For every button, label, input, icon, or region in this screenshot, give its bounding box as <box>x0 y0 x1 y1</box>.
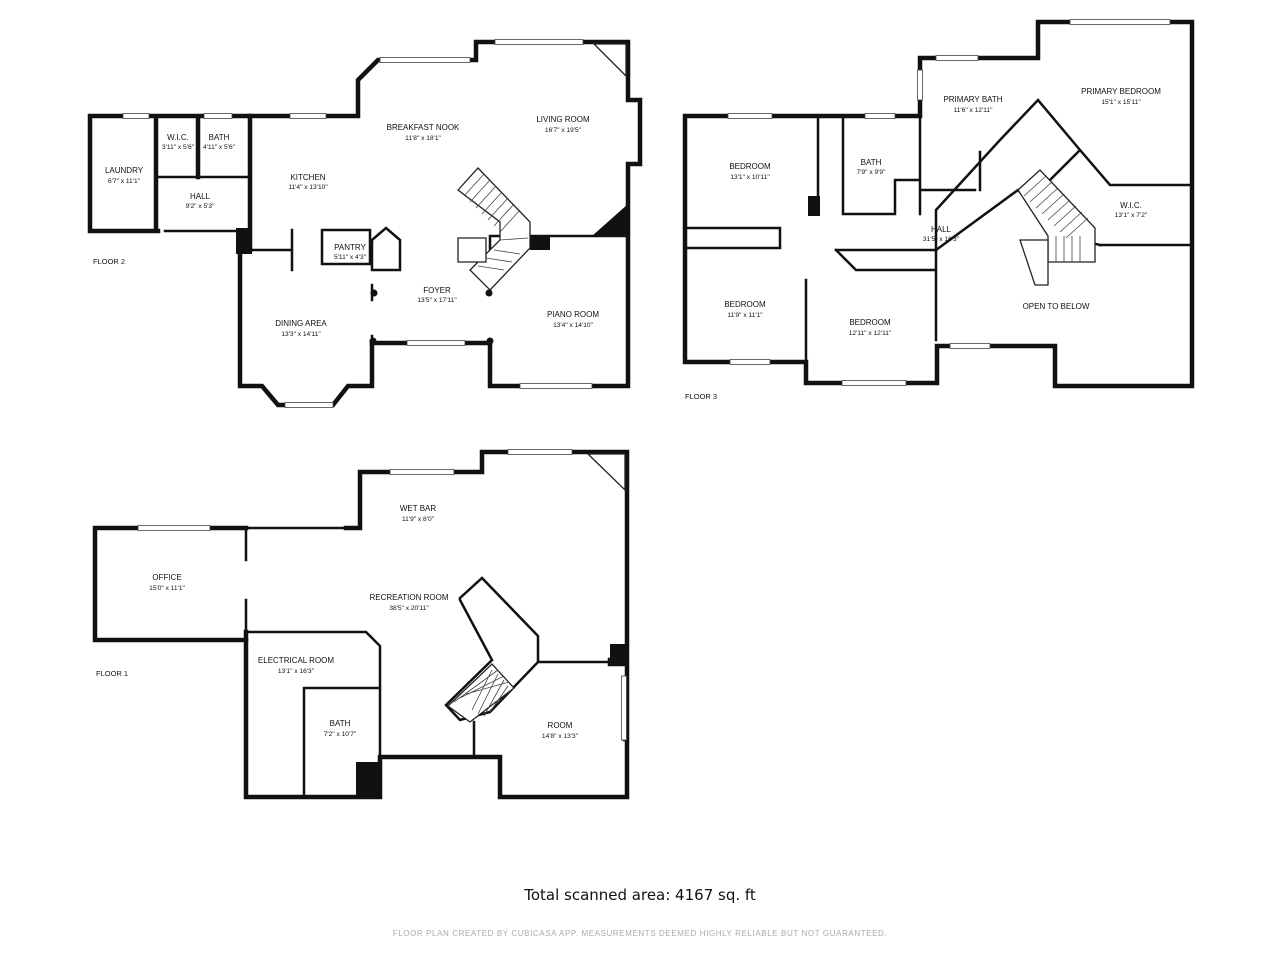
room-label: BATH <box>209 133 230 142</box>
floor-1-labels: WET BAR 11'9" x 8'0" OFFICE 15'0" x 11'1… <box>96 504 579 740</box>
room-label: FOYER <box>423 286 451 295</box>
room-label: OFFICE <box>152 573 181 582</box>
room-dimensions: 5'11" x 4'3" <box>334 254 367 261</box>
room-label: BATH <box>330 719 351 728</box>
room-dimensions: 11'9" x 11'1" <box>727 312 763 319</box>
room-label: W.I.C. <box>167 133 189 142</box>
room-label: PRIMARY BATH <box>943 95 1002 104</box>
room-dimensions: 15'0" x 11'1" <box>149 585 185 592</box>
room-dimensions: 13'1" x 7'2" <box>1115 212 1148 219</box>
floor-label: FLOOR 3 <box>685 392 717 401</box>
floor-2-labels: LAUNDRY 6'7" x 11'1" W.I.C. 3'11" x 5'6"… <box>93 115 599 338</box>
floor-3-labels: PRIMARY BATH 11'6" x 12'11" PRIMARY BEDR… <box>685 87 1161 401</box>
floor-2-plan <box>87 39 643 408</box>
room-dimensions: 13'5" x 17'11" <box>417 297 457 304</box>
room-label: HALL <box>190 192 211 201</box>
room-dimensions: 13'1" x 16'3" <box>278 668 315 675</box>
room-dimensions: 14'8" x 13'3" <box>542 733 579 740</box>
room-dimensions: 11'4" x 13'10" <box>288 184 328 191</box>
room-dimensions: 38'5" x 20'11" <box>389 605 429 612</box>
room-label: OPEN TO BELOW <box>1023 302 1090 311</box>
room-dimensions: 15'1" x 15'11" <box>1101 99 1141 106</box>
room-dimensions: 12'11" x 12'11" <box>849 330 892 337</box>
room-label: PANTRY <box>334 243 366 252</box>
floor-label: FLOOR 1 <box>96 669 128 678</box>
room-label: PRIMARY BEDROOM <box>1081 87 1161 96</box>
room-dimensions: 16'7" x 19'5" <box>545 127 582 134</box>
room-label: BEDROOM <box>729 162 771 171</box>
room-dimensions: 7'9" x 9'9" <box>857 169 886 176</box>
room-label: BATH <box>861 158 882 167</box>
room-dimensions: 13'4" x 14'10" <box>553 322 593 329</box>
room-dimensions: 4'11" x 5'6" <box>203 144 236 151</box>
room-label: LAUNDRY <box>105 166 144 175</box>
room-label: PIANO ROOM <box>547 310 599 319</box>
room-dimensions: 31'5" x 16'3" <box>923 236 960 243</box>
total-scanned-area: Total scanned area: 4167 sq. ft <box>524 886 756 904</box>
room-label: LIVING ROOM <box>536 115 590 124</box>
room-dimensions: 9'2" x 5'3" <box>186 203 215 210</box>
room-dimensions: 13'3" x 14'11" <box>281 331 321 338</box>
room-dimensions: 13'1" x 10'11" <box>730 174 770 181</box>
room-label: ROOM <box>548 721 573 730</box>
room-label: HALL <box>931 225 952 234</box>
room-dimensions: 11'6" x 12'11" <box>954 107 994 114</box>
room-label: W.I.C. <box>1120 201 1142 210</box>
credit-text: FLOOR PLAN CREATED BY CUBICASA APP. MEAS… <box>392 929 888 938</box>
room-label: BEDROOM <box>724 300 766 309</box>
floor-3-plan <box>682 19 1195 389</box>
room-label: KITCHEN <box>290 173 325 182</box>
room-dimensions: 6'7" x 11'1" <box>108 178 141 185</box>
room-label: BREAKFAST NOOK <box>387 123 460 132</box>
floor-1-plan <box>92 449 630 800</box>
room-label: BEDROOM <box>849 318 891 327</box>
room-label: WET BAR <box>400 504 437 513</box>
room-label: DINING AREA <box>275 319 327 328</box>
floor-label: FLOOR 2 <box>93 257 125 266</box>
room-dimensions: 3'11" x 5'6" <box>162 144 195 151</box>
room-dimensions: 7'2" x 10'7" <box>324 731 357 738</box>
room-label: RECREATION ROOM <box>370 593 449 602</box>
room-label: ELECTRICAL ROOM <box>258 656 334 665</box>
room-dimensions: 11'9" x 8'0" <box>402 516 435 523</box>
room-dimensions: 11'8" x 18'1" <box>405 135 441 142</box>
